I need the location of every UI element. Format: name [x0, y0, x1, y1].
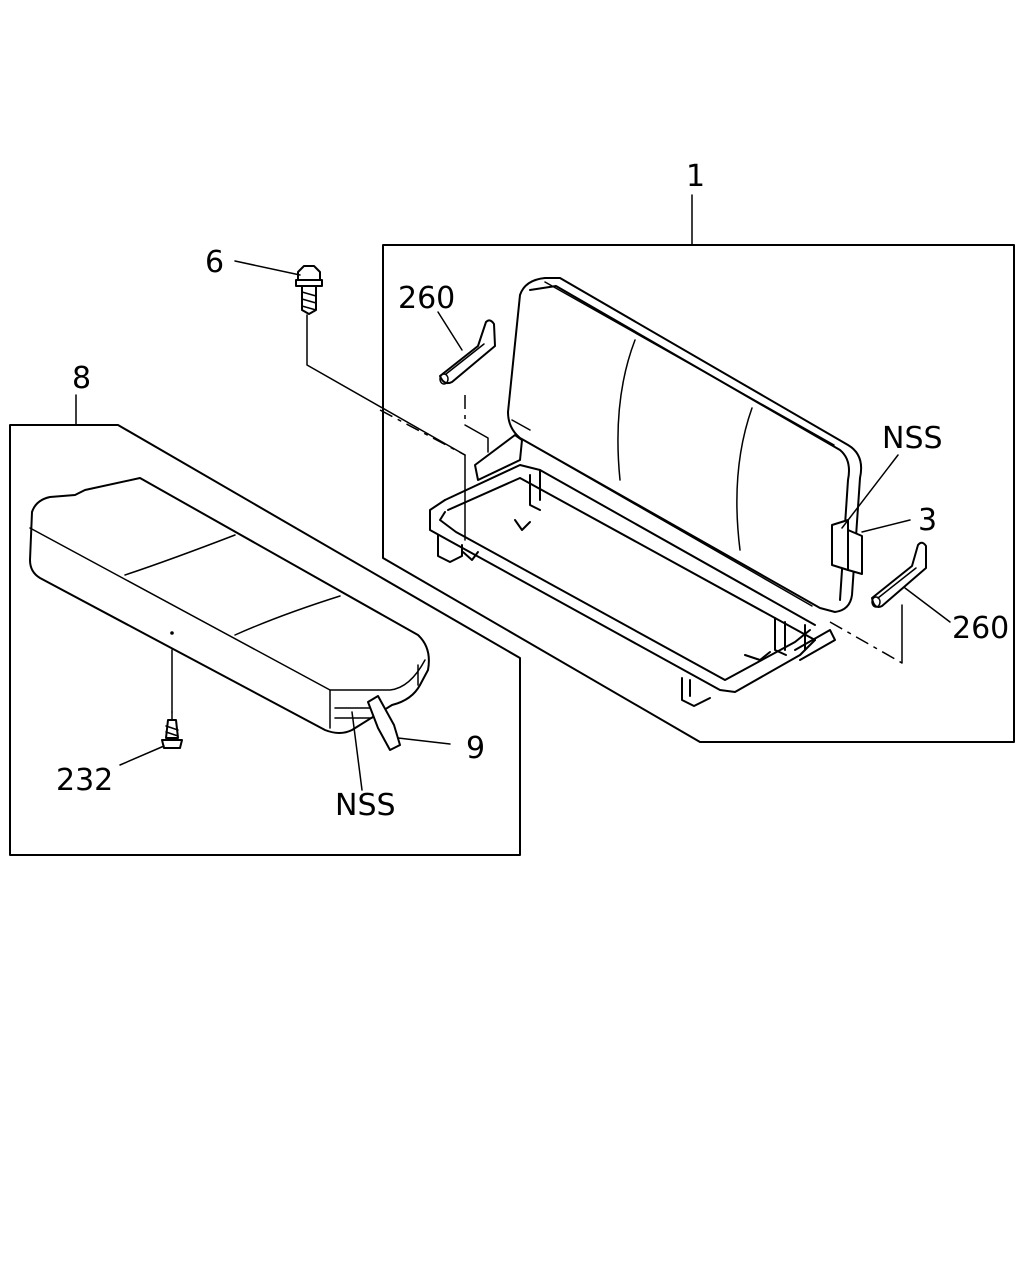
screw-leader	[119, 745, 165, 766]
clip-right-part	[831, 519, 863, 575]
seat-cushion	[29, 477, 430, 734]
callout-8: 8	[72, 361, 91, 396]
nss-bottom-leader	[351, 711, 363, 791]
callout-3: 3	[918, 503, 937, 538]
bolt-guide-line	[306, 314, 466, 456]
clip-bottom-part	[334, 695, 401, 751]
callout-260-left: 260	[398, 281, 455, 316]
pad-right-leader	[904, 587, 951, 623]
assembly-1-box	[382, 244, 1015, 743]
pad-left-part	[439, 319, 496, 385]
callout-9: 9	[466, 731, 485, 766]
pad-right-part	[871, 541, 927, 608]
seat-frame	[429, 434, 836, 707]
callout-260-right: 260	[952, 611, 1009, 646]
nss-right-leader	[841, 454, 899, 529]
bolt-leader	[234, 260, 301, 276]
callout-232: 232	[56, 763, 113, 798]
assembly-8-box	[9, 424, 521, 856]
clip-right-leader	[861, 519, 911, 533]
clip-bottom-leader	[397, 737, 451, 745]
screw-part	[161, 711, 183, 749]
callout-6: 6	[205, 245, 224, 280]
bolt-part	[295, 265, 323, 315]
seat-back	[507, 277, 863, 613]
pad-left-leader	[437, 311, 463, 351]
callout-nss-right: NSS	[882, 421, 943, 456]
callout-1: 1	[686, 159, 705, 194]
callout-nss-bottom: NSS	[335, 788, 396, 823]
